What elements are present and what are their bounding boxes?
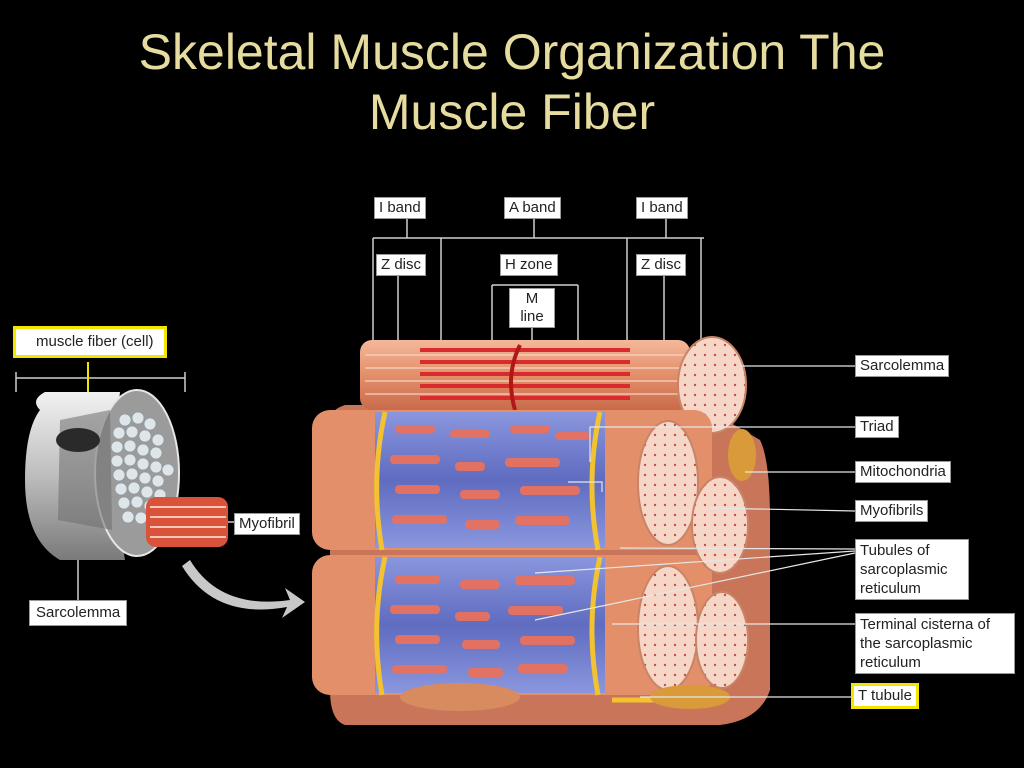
band-brackets (372, 219, 704, 345)
triad-bracket (568, 481, 603, 492)
sr-fenestrations (390, 425, 590, 677)
right-label-pointers (534, 365, 856, 698)
tubules-sr-pointer-3 (534, 552, 856, 621)
label-myofibrils: Myofibrils (855, 500, 929, 522)
myofibril-strand (146, 497, 236, 547)
myofibril-body (146, 497, 228, 547)
label-m-line: M line (509, 288, 555, 328)
mitochondrion (728, 429, 756, 481)
fiber-cutaway (58, 410, 112, 530)
label-myofibril: Myofibril (234, 513, 300, 535)
title-line-2: Muscle Fiber (368, 84, 656, 140)
label-a-band: A band (504, 197, 561, 219)
title-line-1: Skeletal Muscle Organization The (138, 24, 886, 80)
myofibril-end-lower-right (695, 591, 749, 689)
nucleus (56, 428, 100, 452)
label-sarcolemma-left: Sarcolemma (29, 600, 128, 626)
label-i-band-right: I band (636, 197, 688, 219)
muscle-fiber-cylinder (15, 362, 186, 600)
label-muscle-fiber: muscle fiber (cell) (13, 326, 167, 358)
label-i-band-left: I band (374, 197, 426, 219)
top-myofibril-lines (365, 354, 688, 395)
zoom-arrow (182, 560, 305, 618)
tubules-sr-pointer-2 (534, 550, 856, 574)
label-h-zone: H zone (500, 254, 558, 276)
label-tubules-sr: Tubules of sarcoplasmic reticulum (855, 539, 969, 600)
t-tubule-left-bottom (374, 556, 388, 696)
triad-pointer (589, 426, 855, 462)
m-line-mark (509, 344, 522, 411)
myofibrils-pointer (709, 507, 856, 512)
label-z-disc-left: Z disc (376, 254, 427, 276)
page-title: Skeletal Muscle Organization The Muscle … (0, 22, 1024, 142)
label-mitochondria: Mitochondria (855, 461, 951, 483)
top-myofibril-a-band (420, 348, 630, 400)
tubules-sr-pointer-1 (619, 547, 856, 550)
myofibril-3d-section (312, 336, 770, 725)
surface-mitochondrion (400, 683, 520, 711)
t-tubule-right-bottom (589, 556, 603, 696)
t-tubule-left-middle (374, 411, 388, 551)
label-triad: Triad (855, 416, 899, 438)
myofibril-end-upper (637, 420, 699, 546)
label-t-tubule: T tubule (851, 683, 919, 709)
label-z-disc-right: Z disc (636, 254, 687, 276)
label-sarcolemma-right: Sarcolemma (855, 355, 950, 377)
myofibril-end-lower (637, 565, 699, 691)
myofibril-striations (150, 506, 226, 538)
label-terminal-cisterna: Terminal cisterna of the sarcoplasmic re… (855, 613, 1015, 674)
myofibril-bundle (110, 411, 175, 525)
